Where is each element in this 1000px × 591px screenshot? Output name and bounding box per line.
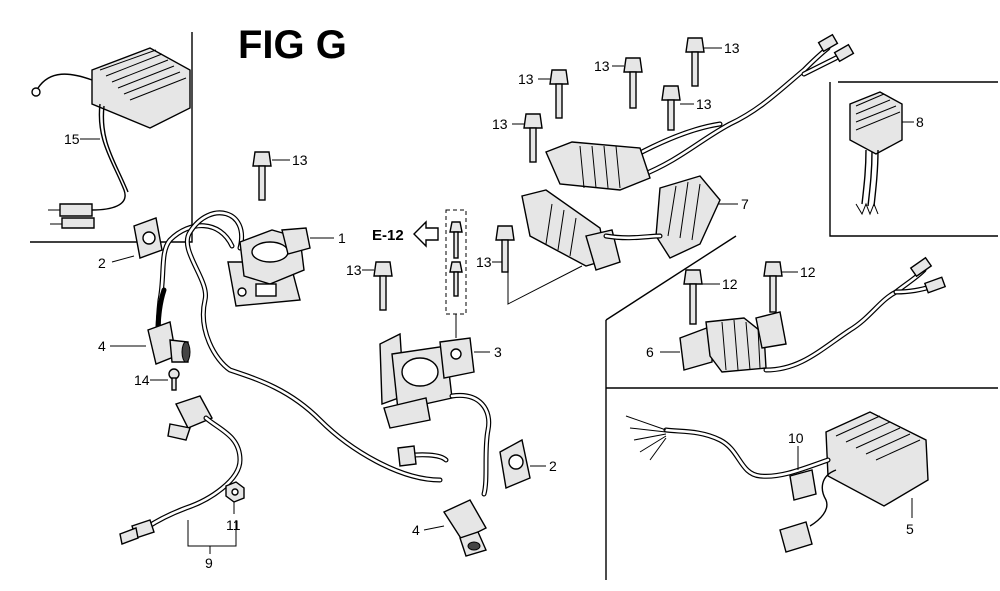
part-13-bolt-top-2: [623, 57, 643, 109]
callout-12b: 12: [800, 264, 816, 280]
part-8-small-regulator: [849, 91, 903, 216]
bolt-leader-to-coil: [507, 265, 583, 305]
part-13-bolt-top-1: [549, 69, 569, 119]
part-13-bolt-mid: [495, 225, 515, 273]
callout-12a: 12: [722, 276, 738, 292]
part-13-bolt-top-5: [523, 113, 543, 163]
callout-5: 5: [906, 521, 914, 537]
part-5-regulator-rectifier: [625, 411, 929, 553]
part-14-screw: [168, 368, 180, 391]
callout-6: 6: [646, 344, 654, 360]
callout-13f: 13: [696, 96, 712, 112]
part-2-grommet-lower: [499, 438, 531, 489]
callout-13h: 13: [476, 254, 492, 270]
part-13-bolt-center-left: [373, 261, 393, 311]
leader-4b: [423, 525, 445, 531]
part-4-spark-plug-cap-lower: [442, 499, 487, 557]
callout-13e: 13: [724, 40, 740, 56]
part-15-regulator-rectifier: [31, 47, 191, 229]
callout-10: 10: [788, 430, 804, 446]
callout-8: 8: [916, 114, 924, 130]
callout-13a: 13: [292, 152, 308, 168]
figure-title: FIG G: [238, 23, 347, 67]
leader-2a: [111, 255, 135, 263]
panel-borders: [30, 32, 998, 580]
reference-e12: E-12: [372, 227, 404, 244]
callout-13g: 13: [492, 116, 508, 132]
callout-4a: 4: [98, 338, 106, 354]
part-3-ignition-coil-center: [379, 332, 492, 497]
part-13-bolt-top-3: [685, 37, 705, 87]
callout-13c: 13: [518, 71, 534, 87]
callout-13d: 13: [594, 58, 610, 74]
callout-3: 3: [494, 344, 502, 360]
part-11-nut: [225, 481, 245, 503]
kill-switch-harness: [119, 395, 243, 545]
part-7-lighting-coil-assembly: [521, 33, 855, 271]
callout-7: 7: [741, 196, 749, 212]
callout-9: 9: [205, 555, 213, 571]
part-6-charge-coil: [679, 256, 947, 373]
hidden-part-dashed-box: [445, 209, 467, 338]
part-12-bolt-right: [763, 261, 783, 313]
callout-11: 11: [226, 517, 241, 533]
reference-arrow-icon: [413, 220, 439, 248]
callout-2a: 2: [98, 255, 106, 271]
part-4-spark-plug-cap-left: [147, 287, 191, 365]
part-1-ignition-coil: [155, 210, 443, 483]
part-13-bolt-top-4: [661, 85, 681, 131]
callout-2b: 2: [549, 458, 557, 474]
callout-14: 14: [134, 372, 150, 388]
callout-15: 15: [64, 131, 80, 147]
part-2-grommet-upper: [133, 217, 163, 259]
part-13-bolt-center-top: [252, 151, 272, 201]
callout-4b: 4: [412, 522, 420, 538]
callout-1: 1: [338, 230, 346, 246]
part-12-bolt-left: [683, 269, 703, 325]
callout-13b: 13: [346, 262, 362, 278]
leader-9-bracket: [187, 520, 237, 554]
